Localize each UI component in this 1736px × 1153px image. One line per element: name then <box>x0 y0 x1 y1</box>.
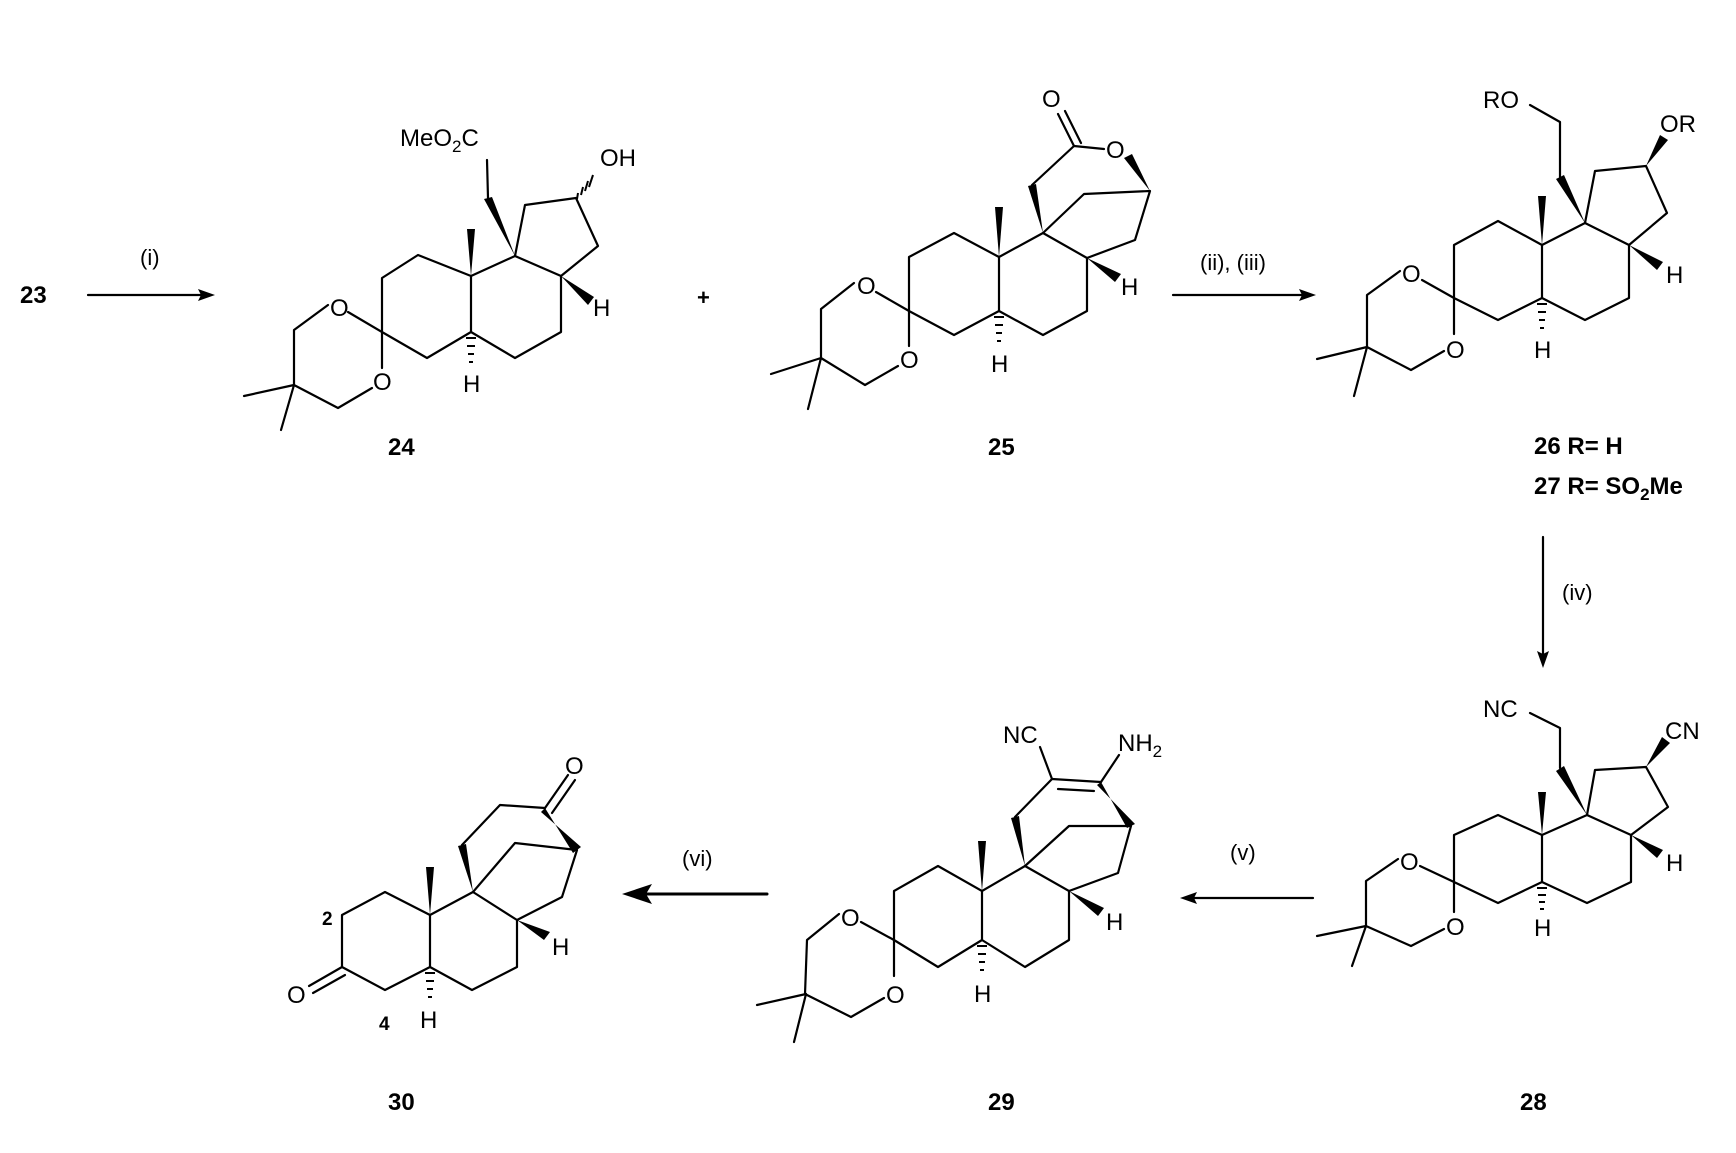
arrow-step-v <box>1180 892 1315 904</box>
condition-ii-iii: (ii), (iii) <box>1200 250 1266 275</box>
condition-iv: (iv) <box>1562 580 1593 605</box>
compound-27-label: 27 R= SO2Me <box>1534 473 1683 504</box>
compound-26-label: 26 R= H <box>1534 433 1623 460</box>
compound-24: O O H H OH MeO2C <box>242 125 636 432</box>
compound-25: O O O O H H <box>769 86 1152 411</box>
hydrogen-atom: H <box>593 295 610 322</box>
plus-sign: + <box>697 285 710 310</box>
hydrogen-atom: H <box>991 351 1008 378</box>
oxygen-atom: O <box>841 905 860 932</box>
compound-29: O O H H NC NH2 <box>755 722 1162 1044</box>
oxygen-atom: O <box>1400 849 1419 876</box>
hydrogen-atom: H <box>552 934 569 961</box>
compound-23-label: 23 <box>20 282 47 309</box>
lactone-oxygen: O <box>1106 137 1125 164</box>
ketone-oxygen: O <box>287 982 306 1009</box>
hash-bond-oh <box>576 174 594 200</box>
oxygen-atom: O <box>1446 914 1465 941</box>
oxygen-atom: O <box>886 982 905 1009</box>
ring-or-group: OR <box>1660 111 1696 138</box>
hash-bond <box>994 316 1004 342</box>
ketone-oxygen: O <box>565 753 584 780</box>
hydrogen-atom: H <box>974 981 991 1008</box>
hydrogen-atom: H <box>1666 850 1683 877</box>
condition-i: (i) <box>140 245 160 270</box>
compound-25-label: 25 <box>988 434 1015 461</box>
hydrogen-atom: H <box>420 1007 437 1034</box>
position-4-label: 4 <box>379 1014 390 1035</box>
hydrogen-atom: H <box>463 371 480 398</box>
hydroxyl-group: OH <box>600 145 636 172</box>
compound-28-label: 28 <box>1520 1089 1547 1116</box>
hydrogen-atom: H <box>1534 915 1551 942</box>
hash-bond <box>425 972 435 998</box>
arrow-step-iv <box>1537 535 1549 668</box>
arrow-step-ii-iii <box>1171 289 1316 301</box>
position-2-label: 2 <box>322 909 333 930</box>
hydrogen-atom: H <box>1666 262 1683 289</box>
compound-30: O O H H 2 4 <box>287 753 584 1035</box>
hydrogen-atom: H <box>1534 337 1551 364</box>
methyl-ester-group: MeO2C <box>400 125 479 156</box>
oxygen-atom: O <box>1446 337 1465 364</box>
compound-24-label: 24 <box>388 434 415 461</box>
condition-vi: (vi) <box>682 846 713 871</box>
hydrogen-atom: H <box>1121 274 1138 301</box>
arrow-step-vi <box>622 884 769 904</box>
nitrile-side-chain: NC <box>1483 696 1518 723</box>
hash-bond <box>1537 887 1547 910</box>
oxygen-atom: O <box>857 273 876 300</box>
nitrile-ring: CN <box>1665 718 1700 745</box>
carbonyl-oxygen: O <box>1042 86 1061 113</box>
hash-bond <box>1537 303 1547 329</box>
nitrile-group: NC <box>1003 722 1038 749</box>
compound-28: O O H H NC CN <box>1315 696 1700 968</box>
arrow-step-i <box>86 289 215 301</box>
oxygen-atom: O <box>330 295 349 322</box>
compound-29-label: 29 <box>988 1089 1015 1116</box>
hash-bond <box>977 945 987 971</box>
condition-v: (v) <box>1230 840 1256 865</box>
hydrogen-atom: H <box>1106 909 1123 936</box>
oxygen-atom: O <box>900 347 919 374</box>
hash-bond <box>466 337 476 363</box>
compound-30-label: 30 <box>388 1089 415 1116</box>
amine-group: NH2 <box>1118 730 1162 761</box>
compound-26-27: O O H H RO OR <box>1315 87 1696 398</box>
oxygen-atom: O <box>373 369 392 396</box>
oxygen-atom: O <box>1402 261 1421 288</box>
side-chain-or-group: RO <box>1483 87 1519 114</box>
